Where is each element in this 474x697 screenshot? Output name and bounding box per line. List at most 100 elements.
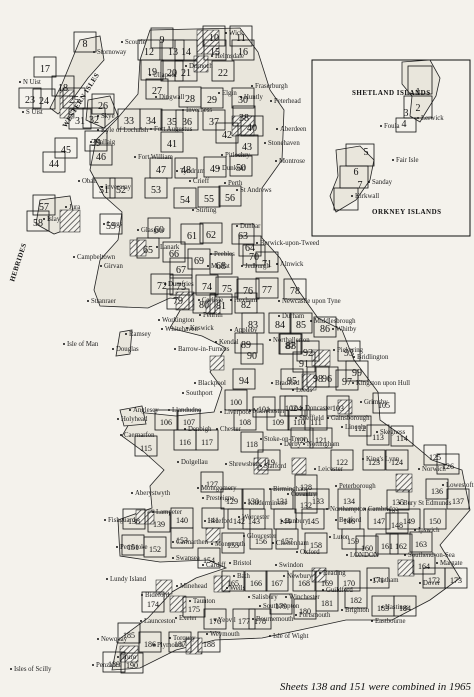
place-marker: Inveraray — [101, 184, 132, 191]
sheet-number-107: 107 — [183, 418, 195, 427]
place-name: Newbury — [287, 573, 313, 580]
sheet-number-149: 149 — [403, 517, 415, 526]
place-name: Exeter — [179, 615, 197, 622]
place-name: Eastbourne — [375, 618, 406, 625]
town-dot — [269, 339, 271, 341]
sheet-frame-112 — [348, 415, 372, 437]
place-name: Lundy Island — [110, 576, 147, 583]
place-marker: Carmarthen — [172, 539, 209, 546]
place-name: Fort Augustus — [154, 126, 193, 133]
place-marker: Aberystwyth — [131, 490, 171, 497]
place-name: Montgomery — [201, 485, 237, 492]
place-marker: Southend-on-Sea — [404, 552, 455, 559]
town-dot — [392, 159, 394, 161]
place-name: Girvan — [104, 263, 123, 270]
place-name: Hastings — [385, 604, 409, 611]
place-name: Barrow-in-Furness — [178, 346, 230, 353]
sheet-number-80: 80 — [199, 300, 209, 311]
sheet-frame-53 — [144, 177, 168, 199]
place-marker: Exeter — [175, 615, 197, 622]
sheet-number-183: 183 — [377, 604, 389, 613]
sheet-frame-167 — [265, 570, 289, 592]
place-marker: Taunton — [189, 598, 216, 605]
region-label-shetland: SHETLAND ISLANDS — [352, 89, 431, 97]
sheet-frame-121 — [309, 427, 333, 449]
sheet-frame-32 — [82, 107, 106, 129]
place-marker: Lerwick — [417, 115, 444, 122]
place-marker: Douglas — [112, 346, 139, 353]
town-dot — [327, 417, 329, 419]
sheet-frame-109 — [266, 409, 290, 431]
sheet-frame-128 — [294, 474, 318, 496]
town-dot — [168, 409, 170, 411]
sheet-frame-182 — [344, 587, 368, 609]
sheet-frame-86 — [313, 316, 337, 338]
sheet-frame-49 — [203, 156, 227, 178]
town-dot — [112, 348, 114, 350]
place-name: Penrith — [203, 312, 223, 319]
place-name: Pitlochry — [225, 152, 251, 159]
place-name: St Andrews — [240, 187, 272, 194]
orkney-outline — [329, 145, 375, 213]
sheet-frame-14 — [174, 39, 198, 61]
sheet-number-125: 125 — [429, 453, 441, 462]
place-name: Foula — [384, 123, 399, 130]
sheet-frame-79 — [166, 288, 190, 310]
town-dot — [418, 468, 420, 470]
place-marker: Pitlochry — [221, 152, 251, 159]
sheet-frame-181 — [315, 590, 339, 612]
sheet-frame-168 — [292, 570, 316, 592]
sheet-number-18: 18 — [58, 83, 68, 94]
place-marker: Swansea — [172, 555, 200, 562]
sheet-number-89: 89 — [241, 340, 251, 351]
sheet-number-134: 134 — [343, 497, 355, 506]
town-dot — [260, 465, 262, 467]
place-marker: Launceston — [140, 618, 176, 625]
sheet-number-140: 140 — [176, 516, 188, 525]
place-name: Yeovil — [218, 617, 236, 624]
sheet-number-151: 151 — [127, 543, 139, 552]
place-marker: Dunkeld — [218, 165, 246, 172]
place-name: Birmingham — [273, 486, 308, 493]
sheet-number-21: 21 — [181, 68, 191, 79]
sheet-number-4: 4 — [402, 119, 407, 130]
place-marker: Huntly — [240, 94, 263, 101]
town-dot — [224, 182, 226, 184]
sheet-frame-174 — [141, 591, 165, 613]
place-name: Llandudno — [172, 407, 202, 414]
town-dot — [236, 189, 238, 191]
town-dot — [174, 348, 176, 350]
town-dot — [198, 299, 200, 301]
place-name: Truro — [121, 654, 137, 661]
sheet-frame-69 — [187, 248, 211, 270]
town-dot — [184, 428, 186, 430]
sheet-frame-114 — [390, 425, 414, 447]
sheet-frame-25 — [62, 87, 86, 109]
town-dot — [202, 497, 204, 499]
sheet-number-75: 75 — [222, 284, 232, 295]
town-dot — [10, 668, 12, 670]
inset-sheet-frame — [395, 117, 417, 133]
place-name: Winchester — [289, 594, 320, 601]
town-dot — [175, 617, 177, 619]
town-dot — [197, 487, 199, 489]
place-name: Northampton — [330, 506, 367, 513]
place-name: Norwich — [422, 466, 446, 473]
place-marker: Bideford — [141, 592, 170, 599]
sheet-frame-153 — [170, 527, 194, 549]
place-marker: Penrith — [199, 312, 223, 319]
town-dot — [176, 585, 178, 587]
sheet-number-54: 54 — [180, 195, 190, 206]
sheet-number-22: 22 — [218, 68, 228, 79]
place-marker: Bedford — [335, 517, 362, 524]
town-dot — [436, 562, 438, 564]
sheet-frame-117 — [195, 429, 219, 451]
town-dot — [404, 554, 406, 556]
place-name: Shrewsbury — [229, 461, 262, 468]
sheet-number-102: 102 — [285, 404, 297, 413]
place-marker: Moffat — [207, 263, 230, 270]
place-marker: Jura — [65, 204, 80, 211]
sheet-number-161: 161 — [381, 542, 393, 551]
sheet-number-35: 35 — [167, 117, 177, 128]
place-marker: Monmouth — [211, 541, 246, 548]
